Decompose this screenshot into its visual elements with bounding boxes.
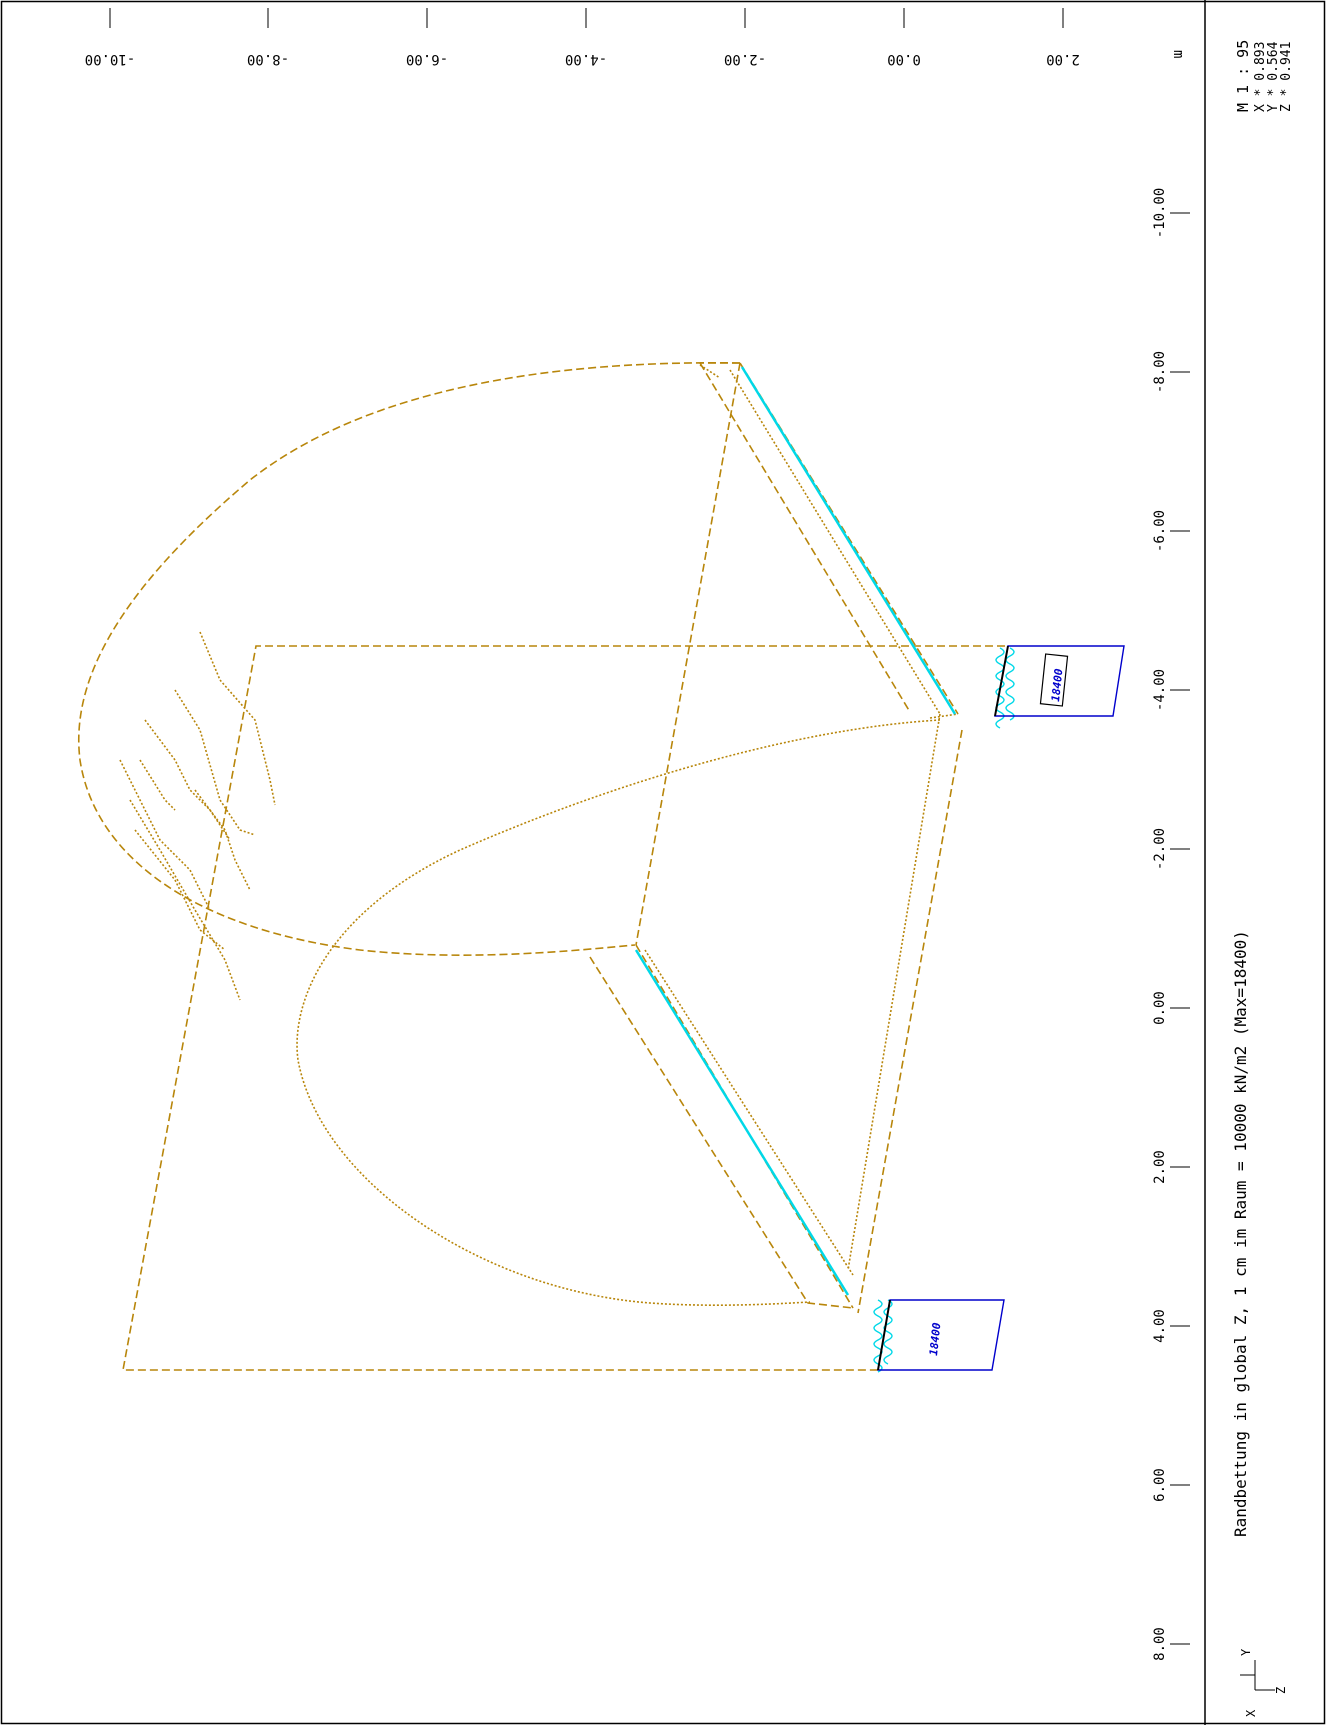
top-axis-label: -10.00 bbox=[85, 51, 136, 67]
frame-line bbox=[857, 729, 963, 1314]
frame-line bbox=[729, 369, 941, 715]
top-axis-tick: 2.00 bbox=[1046, 8, 1080, 67]
right-axis-tick: 2.00 bbox=[1152, 1150, 1190, 1184]
top-axis-tick: -2.00 bbox=[724, 8, 766, 67]
top-axis-tick: 0.00 bbox=[887, 8, 921, 67]
triad-y-label: Y bbox=[1239, 1648, 1253, 1656]
bedding-value-box bbox=[1039, 653, 1069, 707]
top-axis-label: -4.00 bbox=[565, 51, 607, 67]
support-edge bbox=[994, 645, 1009, 717]
structure-outline bbox=[78, 361, 1005, 1371]
right-axis-label: 6.00 bbox=[1152, 1468, 1168, 1502]
frame-line bbox=[644, 949, 854, 1276]
right-axis-label: 2.00 bbox=[1152, 1150, 1168, 1184]
frame-line bbox=[699, 362, 911, 713]
frame-line bbox=[847, 713, 941, 1271]
support-edge bbox=[877, 1299, 891, 1371]
triad-z-label: Z bbox=[1274, 1687, 1288, 1694]
triad-x-label: X bbox=[1244, 1709, 1258, 1717]
axis-triad-icon: X Y Z bbox=[1239, 1648, 1288, 1717]
bedding-value-label: 18400 bbox=[1049, 668, 1065, 703]
crack-line bbox=[194, 789, 251, 891]
crack-line bbox=[139, 759, 176, 811]
frame-line bbox=[739, 362, 959, 715]
top-axis-tick: -10.00 bbox=[85, 8, 136, 67]
crack-line bbox=[119, 759, 211, 911]
spring-coil bbox=[1005, 647, 1015, 721]
right-axis: -10.00 -8.00 -6.00 -4.00 -2.00 0.00 2.00… bbox=[1152, 188, 1190, 1661]
right-axis-label: 4.00 bbox=[1152, 1309, 1168, 1343]
top-axis-label: -8.00 bbox=[247, 51, 289, 67]
bedding-diagram-lower: 18400 bbox=[877, 1299, 1005, 1371]
top-axis-label: 2.00 bbox=[1046, 51, 1080, 67]
right-axis-tick: 0.00 bbox=[1152, 991, 1190, 1025]
cylinder-ellipse-top bbox=[78, 361, 741, 956]
factor-z-label: Z * 0.941 bbox=[1279, 42, 1294, 112]
crack-line bbox=[134, 829, 226, 951]
spring-line bbox=[740, 366, 957, 715]
right-axis-label: 8.00 bbox=[1152, 1627, 1168, 1661]
crack-line bbox=[199, 631, 276, 806]
right-axis-tick: -2.00 bbox=[1152, 828, 1190, 870]
cylinder-ellipse-bottom bbox=[296, 719, 941, 1306]
frame-line bbox=[635, 362, 741, 946]
title-block: M 1 : 95 X * 0.893 Y * 0.564 Z * 0.941 R… bbox=[1231, 40, 1294, 1537]
spring-line bbox=[634, 949, 850, 1296]
frame-line bbox=[122, 645, 1005, 1371]
crack-line bbox=[144, 719, 231, 841]
spring-coil bbox=[873, 1299, 883, 1373]
right-axis-tick: -4.00 bbox=[1152, 669, 1190, 711]
right-axis-tick: 6.00 bbox=[1152, 1468, 1190, 1502]
frame-line bbox=[929, 713, 959, 719]
factor-y-label: Y * 0.564 bbox=[1266, 41, 1281, 112]
scale-label: M 1 : 95 bbox=[1234, 40, 1252, 112]
right-axis-tick: 8.00 bbox=[1152, 1627, 1190, 1661]
right-axis-tick: -10.00 bbox=[1152, 188, 1190, 239]
right-axis-label: -8.00 bbox=[1152, 351, 1168, 393]
unit-label: m bbox=[1170, 50, 1186, 58]
right-axis-label: -6.00 bbox=[1152, 510, 1168, 552]
spring-elements bbox=[634, 366, 1015, 1373]
right-axis-tick: -6.00 bbox=[1152, 510, 1190, 552]
factor-x-label: X * 0.893 bbox=[1253, 42, 1268, 112]
bedding-value-label: 18400 bbox=[927, 1322, 943, 1357]
top-axis-label: -2.00 bbox=[724, 51, 766, 67]
spring-coil bbox=[883, 1299, 893, 1365]
frame-line bbox=[589, 956, 854, 1309]
top-axis-label: 0.00 bbox=[887, 51, 921, 67]
top-axis-tick: -4.00 bbox=[565, 8, 607, 67]
crack-line bbox=[174, 689, 256, 836]
right-axis-label: 0.00 bbox=[1152, 991, 1168, 1025]
top-axis-label: -6.00 bbox=[406, 51, 448, 67]
right-axis-label: -4.00 bbox=[1152, 669, 1168, 711]
right-axis-tick: 4.00 bbox=[1152, 1309, 1190, 1343]
right-axis-label: -2.00 bbox=[1152, 828, 1168, 870]
right-axis-label: -10.00 bbox=[1152, 188, 1168, 239]
crack-line bbox=[129, 799, 241, 1001]
top-axis: -10.00 -8.00 -6.00 -4.00 -2.00 0.00 2.00… bbox=[85, 8, 1186, 67]
top-axis-tick: -8.00 bbox=[247, 8, 289, 67]
bedding-diagram-upper: 18400 bbox=[994, 645, 1125, 717]
caption: Randbettung in global Z, 1 cm im Raum = … bbox=[1231, 930, 1250, 1537]
right-axis-tick: -8.00 bbox=[1152, 351, 1190, 393]
top-axis-tick: -6.00 bbox=[406, 8, 448, 67]
